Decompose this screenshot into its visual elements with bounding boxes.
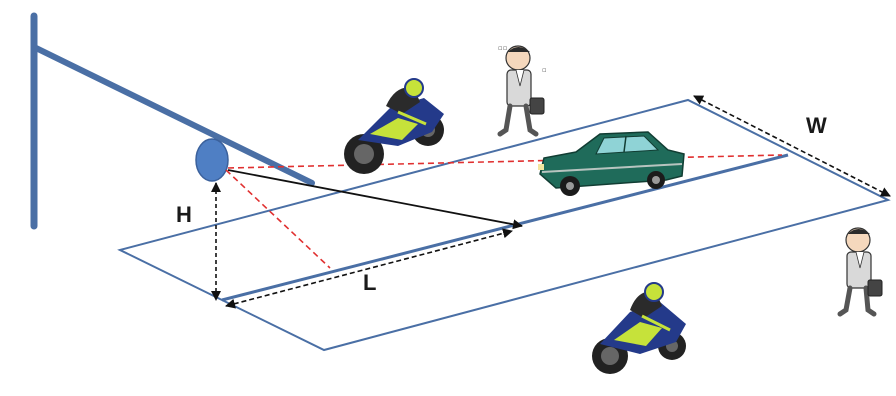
lamp-luminaire [195, 138, 229, 182]
lane-divider [221, 153, 789, 302]
length-label: L [363, 270, 376, 295]
width-label: W [806, 113, 827, 138]
sight-line-down [225, 169, 331, 269]
length-dimension-line [225, 228, 513, 309]
sight-line-horizontal [227, 154, 783, 169]
person-icon: ▫▫ ▫ [497, 44, 547, 137]
motorcycle-icon [344, 78, 444, 174]
sight-lines [225, 154, 783, 269]
person-icon [837, 227, 883, 317]
width-dimension-line [693, 95, 891, 197]
light-beam-arrow [227, 169, 523, 230]
car-icon [538, 131, 685, 196]
svg-text:▫: ▫ [542, 66, 547, 74]
lamp-arm [33, 45, 315, 186]
road [117, 98, 891, 352]
svg-text:▫▫: ▫▫ [498, 44, 508, 52]
road-outline [117, 98, 891, 352]
motorcycle-icon [592, 282, 686, 374]
height-label: H [176, 202, 192, 227]
street-lamp [30, 12, 315, 230]
